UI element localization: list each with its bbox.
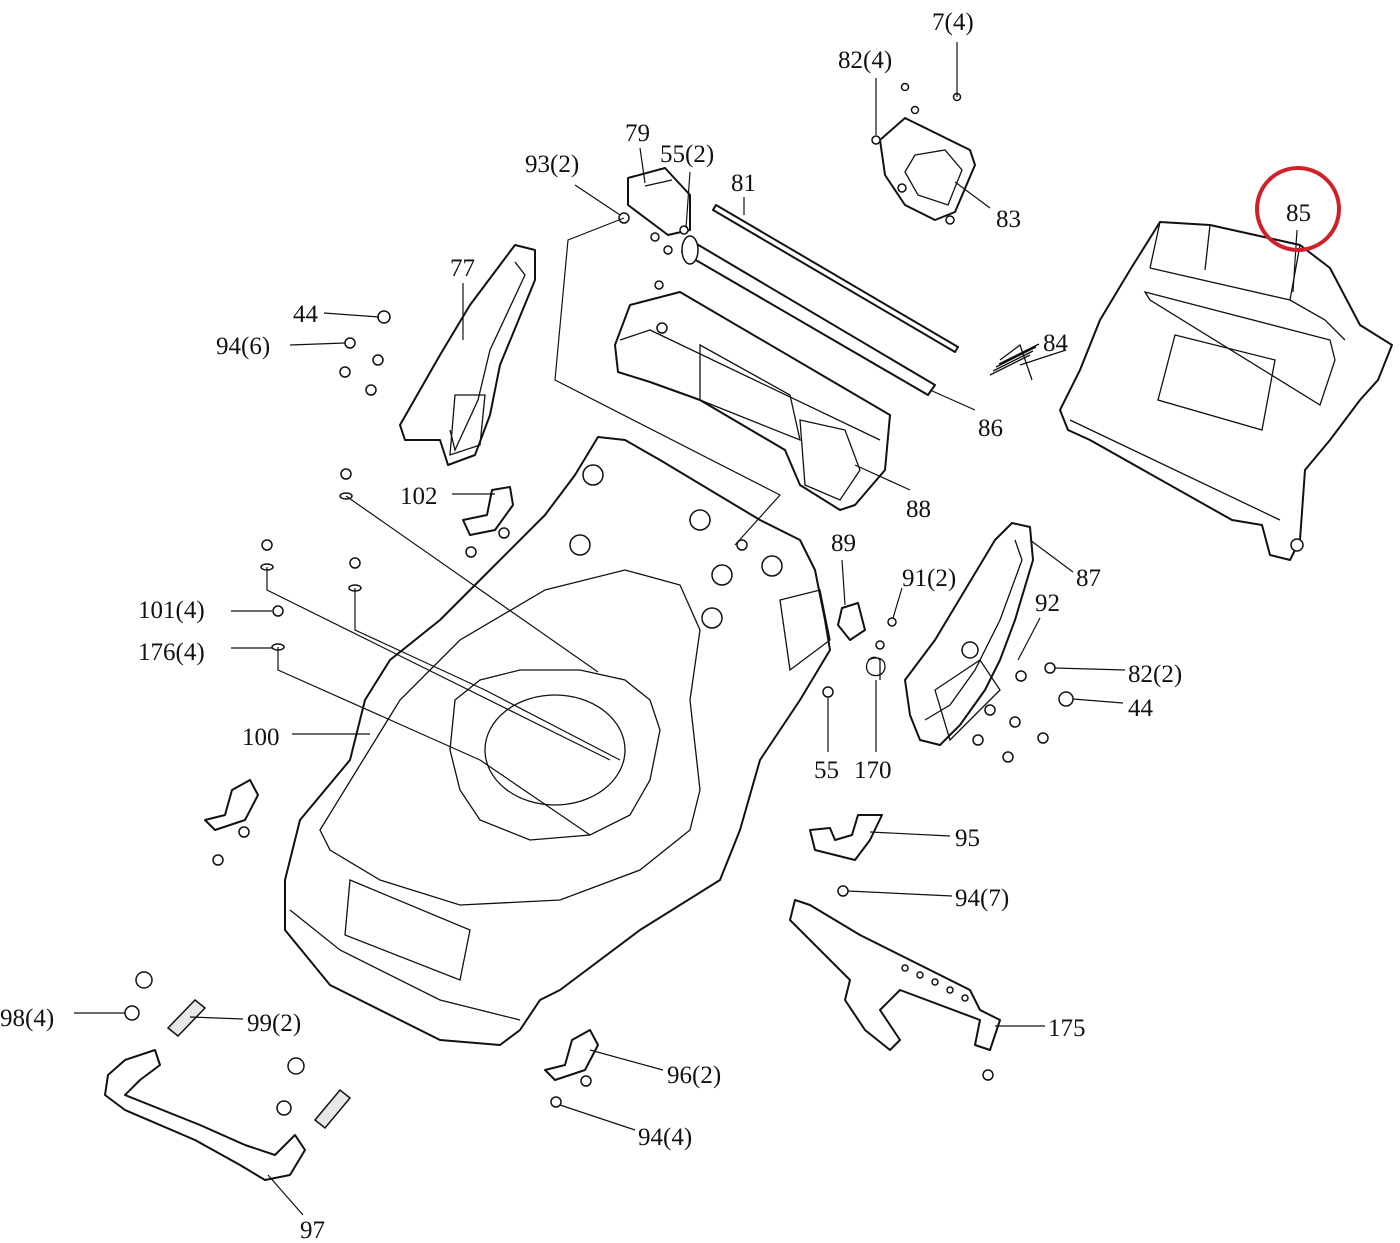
- part-98-bolts: [124, 971, 305, 1116]
- label-99: 99(2): [247, 1010, 301, 1037]
- part-97-handle: [104, 1049, 306, 1181]
- label-81: 81: [731, 170, 756, 197]
- highlight-circle: [1255, 166, 1341, 252]
- label-55-bottom: 55: [814, 757, 839, 784]
- label-55-top: 55(2): [660, 141, 714, 168]
- label-94-seven: 94(7): [955, 885, 1009, 912]
- label-86: 86: [978, 415, 1003, 442]
- label-101: 101(4): [138, 597, 205, 624]
- label-91: 91(2): [902, 565, 956, 592]
- part-85-rear-cover: [1059, 221, 1393, 561]
- label-100: 100: [242, 724, 280, 751]
- label-82-right: 82(2): [1128, 661, 1182, 688]
- label-97: 97: [300, 1217, 325, 1243]
- label-87: 87: [1076, 565, 1101, 592]
- label-176: 176(4): [138, 639, 205, 666]
- part-89-switch: [822, 602, 897, 698]
- part-100-deck: [284, 436, 831, 1046]
- label-85: 85: [1286, 200, 1311, 227]
- part-96-clip-left: [204, 779, 259, 866]
- label-98: 98(4): [0, 1005, 54, 1032]
- part-88-housing: [614, 291, 891, 511]
- label-44-right: 44: [1128, 695, 1154, 722]
- part-95-clip: [809, 814, 883, 897]
- part-labels: 7(4) 82(4) 79 93(2) 55(2) 81 83 85 77 44…: [0, 9, 1311, 1243]
- label-84: 84: [1043, 330, 1069, 357]
- label-83: 83: [996, 206, 1021, 233]
- deck-fasteners: [260, 468, 362, 651]
- label-93: 93(2): [525, 151, 579, 178]
- part-77-side-bracket: [339, 244, 536, 466]
- label-82-top: 82(4): [838, 47, 892, 74]
- part-86-shaft: [681, 235, 936, 396]
- label-94-six: 94(6): [216, 333, 270, 360]
- label-170: 170: [854, 757, 892, 784]
- part-83-bracket: [871, 82, 976, 225]
- label-95: 95: [955, 825, 980, 852]
- label-89: 89: [831, 530, 856, 557]
- part-84-spring: [989, 343, 1040, 381]
- part-81-rod: [712, 204, 959, 353]
- part-79-bracket: [618, 167, 691, 290]
- label-175: 175: [1048, 1015, 1086, 1042]
- label-79: 79: [625, 120, 650, 147]
- label-88: 88: [906, 496, 931, 523]
- part-87-side-plate: [904, 522, 1074, 763]
- leader-lines: [74, 42, 1298, 1216]
- part-102-clip: [462, 486, 514, 558]
- label-92: 92: [1035, 590, 1060, 617]
- part-96-clip: [544, 1029, 599, 1108]
- label-94-four: 94(4): [638, 1124, 692, 1151]
- label-44-top: 44: [293, 301, 319, 328]
- part-99-knobs: [166, 998, 352, 1130]
- label-96: 96(2): [667, 1062, 721, 1089]
- label-77: 77: [450, 255, 475, 282]
- label-102: 102: [400, 483, 438, 510]
- part-175-plate: [789, 899, 1001, 1081]
- label-7: 7(4): [932, 9, 974, 36]
